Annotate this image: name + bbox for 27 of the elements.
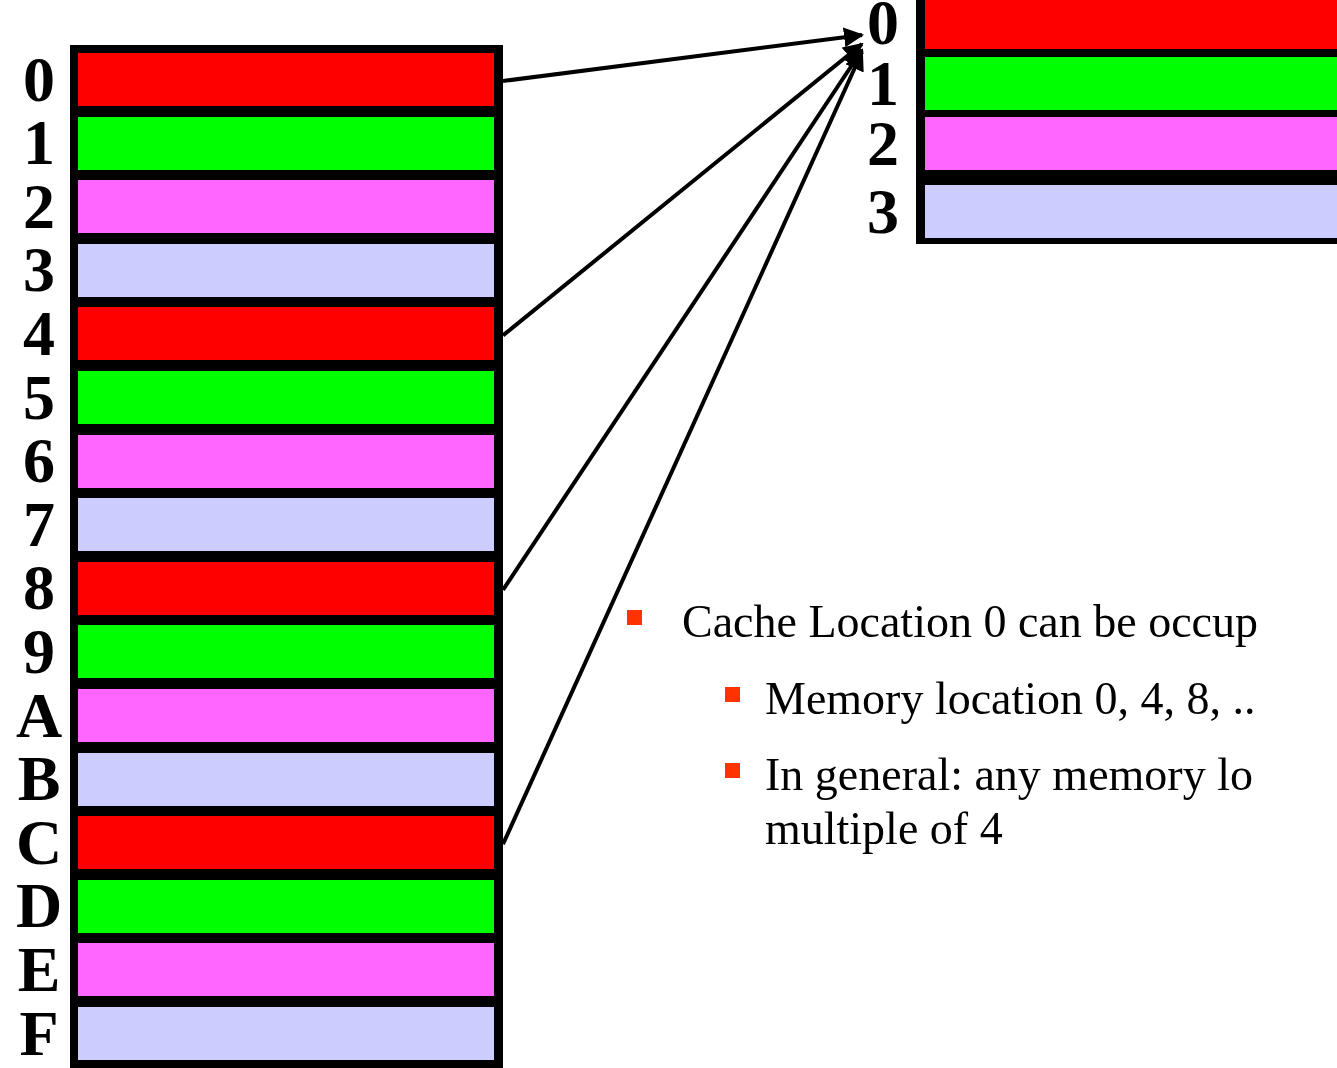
address-label: 2 <box>22 181 56 232</box>
address-label: 1 <box>866 58 900 109</box>
address-label: 4 <box>22 308 56 359</box>
address-label: 2 <box>866 118 900 169</box>
address-label: A <box>14 690 64 741</box>
address-label: B <box>16 754 62 805</box>
address-label: 0 <box>866 0 900 48</box>
address-label: E <box>16 944 62 995</box>
bullet-text: Cache Location 0 can be occup <box>682 595 1259 649</box>
address-label: 1 <box>22 118 56 169</box>
arrow <box>502 27 864 83</box>
address-label: 3 <box>866 186 900 237</box>
address-label: 8 <box>22 563 56 614</box>
address-label: 5 <box>22 372 56 423</box>
address-label: 6 <box>22 436 56 487</box>
address-label: C <box>14 817 64 868</box>
address-label: F <box>18 1008 60 1059</box>
address-label: 3 <box>22 245 56 296</box>
arrow <box>501 48 864 591</box>
address-label: 0 <box>22 54 56 105</box>
address-label: D <box>14 881 64 932</box>
address-label: 7 <box>22 499 56 550</box>
arrow <box>501 50 864 846</box>
bullet-text: Memory location 0, 4, 8, .. <box>765 672 1257 726</box>
bullet-text: In general: any memory lo multiple of 4 <box>765 748 1254 856</box>
arrow <box>501 42 864 337</box>
address-label: 9 <box>22 626 56 677</box>
